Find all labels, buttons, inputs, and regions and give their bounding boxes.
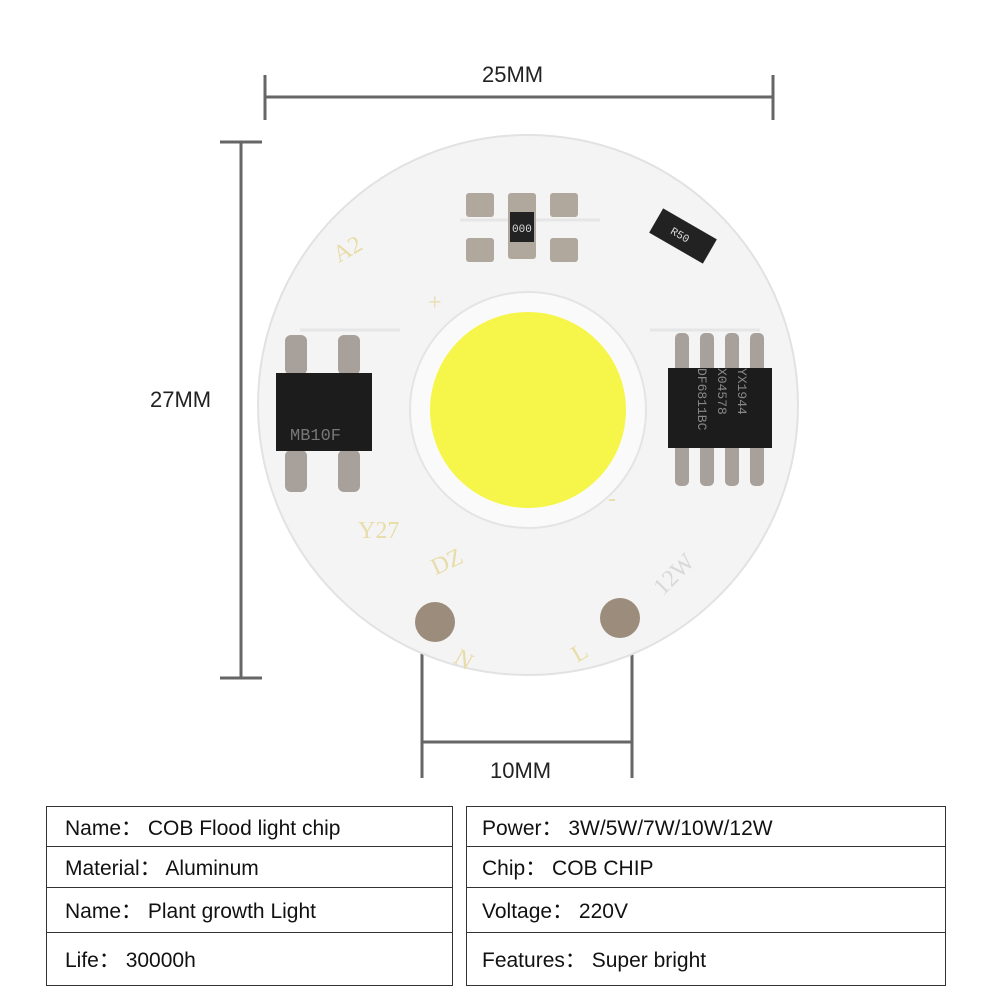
pin-n xyxy=(415,602,455,642)
spec-value: COB CHIP xyxy=(552,857,654,880)
table-row: Features： Super bright xyxy=(466,932,946,986)
spec-label: Features： xyxy=(482,949,586,972)
spec-label: Voltage： xyxy=(482,900,574,923)
spec-label: Material： xyxy=(65,857,161,880)
marking-minus: - xyxy=(608,486,616,512)
resistor-top-label: 000 xyxy=(512,224,532,236)
resistor-top xyxy=(510,212,534,242)
spec-label: Power： xyxy=(482,816,563,840)
spec-label: Name： xyxy=(65,900,143,923)
bridge-chip xyxy=(276,373,372,451)
spec-value: Plant growth Light xyxy=(147,900,316,923)
spec-label: Chip： xyxy=(482,857,547,880)
spec-value: 30000h xyxy=(125,949,196,972)
table-row: Chip： COB CHIP xyxy=(466,846,946,888)
spec-label: Life： xyxy=(65,949,120,972)
width-dimension: 25MM xyxy=(482,62,544,87)
pin-l xyxy=(600,598,640,638)
spec-value: Super bright xyxy=(591,949,707,972)
spec-value: Aluminum xyxy=(165,857,259,880)
driver-chip-label: X04578 xyxy=(714,368,729,415)
pin-spacing-dimension: 10MM xyxy=(490,758,552,783)
marking-plus: + xyxy=(428,290,442,316)
spec-value: 3W/5W/7W/10W/12W xyxy=(568,816,773,840)
specs-table-left: Name： COB Flood light chip Material： Alu… xyxy=(46,806,453,986)
bridge-chip-label: MB10F xyxy=(290,427,341,446)
product-illustration: A2 + - Y27 DZ 12W N L 000 R50 MB10F YX19… xyxy=(220,75,799,778)
driver-chip xyxy=(668,368,772,448)
driver-chip-label: YX1944 xyxy=(734,368,749,415)
spec-value: COB Flood light chip xyxy=(147,816,341,840)
marking-y27: Y27 xyxy=(358,518,399,544)
spec-value: 220V xyxy=(578,900,628,923)
cob-led xyxy=(430,312,626,508)
table-row: Material： Aluminum xyxy=(46,846,453,888)
table-row: Power： 3W/5W/7W/10W/12W xyxy=(466,806,946,847)
table-row: Name： Plant growth Light xyxy=(46,887,453,933)
table-row: Voltage： 220V xyxy=(466,887,946,933)
table-row: Life： 30000h xyxy=(46,932,453,986)
resistor-side xyxy=(649,208,717,264)
spec-label: Name： xyxy=(65,816,143,840)
height-dimension: 27MM xyxy=(150,387,212,412)
specs-table-right: Power： 3W/5W/7W/10W/12W Chip： COB CHIP V… xyxy=(466,806,946,986)
table-row: Name： COB Flood light chip xyxy=(46,806,453,847)
driver-chip-label: DF6811BC xyxy=(694,368,709,431)
